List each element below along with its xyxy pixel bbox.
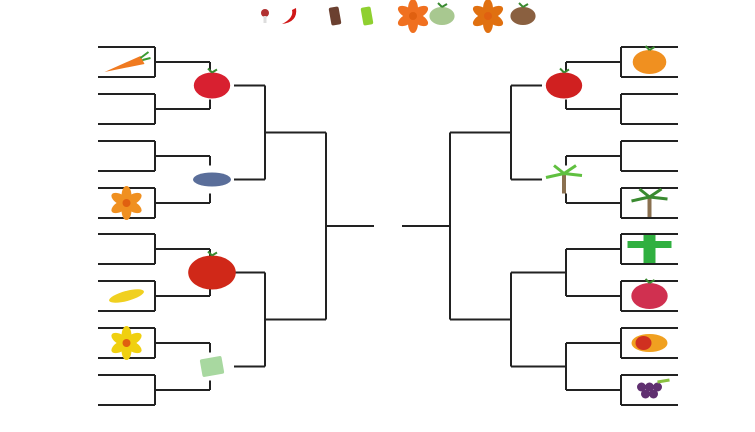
fire-icon[interactable] xyxy=(471,0,505,33)
tomato-icon[interactable] xyxy=(188,250,236,290)
green-leaf-icon[interactable] xyxy=(360,6,374,26)
apple-icon[interactable] xyxy=(545,67,583,99)
mango-icon[interactable] xyxy=(631,334,668,352)
custard-apple-icon[interactable] xyxy=(429,2,455,25)
grapes-icon[interactable] xyxy=(637,378,670,399)
chili-icon[interactable] xyxy=(282,8,297,24)
chocolate-icon[interactable] xyxy=(328,6,342,26)
blueberry-icon[interactable] xyxy=(193,172,231,187)
palm-tree-icon[interactable] xyxy=(631,187,668,217)
strawberry-icon[interactable] xyxy=(193,67,231,99)
dragon-fruit-icon[interactable] xyxy=(631,278,668,309)
mushroom-icon[interactable] xyxy=(261,9,269,23)
orange-flower-icon[interactable] xyxy=(396,0,430,33)
pinecone-icon[interactable] xyxy=(510,2,536,25)
pumpkin-icon[interactable] xyxy=(632,45,667,74)
bamboo-icon[interactable] xyxy=(545,164,583,194)
cactus-icon[interactable] xyxy=(627,235,672,263)
corn-icon[interactable] xyxy=(108,287,145,306)
cabbage-icon[interactable] xyxy=(199,356,225,378)
orange-flower-icon[interactable] xyxy=(109,186,143,220)
carrot-icon[interactable] xyxy=(104,51,151,72)
daffodil-icon[interactable] xyxy=(109,326,143,360)
